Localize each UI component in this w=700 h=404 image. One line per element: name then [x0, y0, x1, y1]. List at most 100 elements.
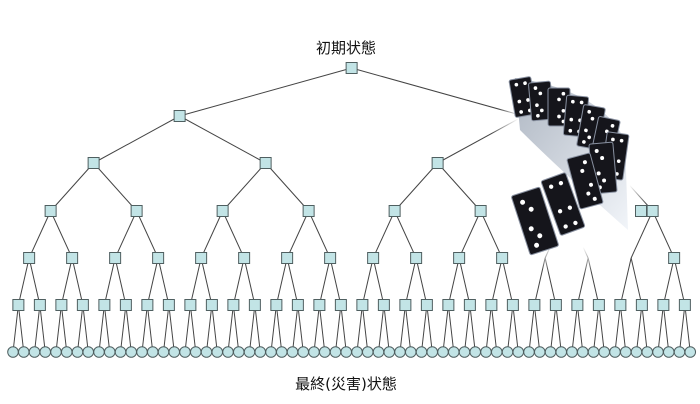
tree-edge — [378, 304, 385, 353]
tree-edge — [50, 162, 94, 212]
domino-pip — [616, 159, 621, 164]
domino-pip — [523, 81, 527, 85]
tree-edge — [60, 257, 73, 306]
intermediate-node — [205, 299, 218, 311]
tree-edge — [120, 304, 127, 353]
tree-edge — [249, 304, 256, 353]
domino-pip — [528, 226, 534, 232]
intermediate-node — [334, 299, 347, 311]
intermediate-node — [367, 252, 380, 264]
tree-edge — [662, 304, 670, 353]
leaf-event-node — [318, 346, 331, 358]
leaf-event-node — [146, 346, 159, 358]
leaf-event-node — [157, 346, 170, 358]
domino-pip — [561, 91, 566, 96]
tree-edge — [318, 257, 331, 306]
tree-edge — [297, 304, 304, 353]
tree-edge — [501, 257, 514, 306]
tree-edge — [318, 304, 326, 353]
tree-edge — [340, 304, 347, 353]
tree-edge — [77, 304, 84, 353]
leaf-event-node — [641, 346, 654, 358]
tree-edge — [232, 304, 240, 353]
tree-edge — [60, 304, 68, 353]
intermediate-node — [162, 299, 175, 311]
tree-edge — [103, 304, 111, 353]
domino-pip — [596, 171, 601, 176]
tree-edge — [157, 257, 170, 306]
domino-pip — [536, 113, 540, 118]
tree-edge — [179, 67, 352, 117]
tree-edge — [222, 162, 266, 212]
intermediate-node — [678, 299, 691, 311]
tree-edge — [404, 257, 417, 306]
leaf-event-node — [619, 346, 632, 358]
tree-edge — [243, 257, 256, 306]
tree-edge — [189, 257, 202, 306]
tree-edge — [480, 210, 503, 259]
leaf-event-node — [179, 346, 191, 358]
leaf-event-node — [598, 346, 611, 358]
leaf-event-node — [652, 346, 664, 358]
tree-edge — [437, 162, 481, 212]
intermediate-node — [356, 299, 369, 311]
domino-pip — [519, 110, 524, 114]
tree-edge — [146, 257, 159, 306]
leaf-event-node — [437, 346, 449, 358]
tree-edge — [469, 304, 476, 353]
intermediate-node — [324, 252, 337, 264]
initial-state-label: 初期状態 — [315, 39, 377, 57]
intermediate-node — [270, 299, 283, 311]
tree-edge — [184, 304, 191, 353]
leaf-event-node — [480, 346, 492, 358]
intermediate-node — [76, 299, 89, 311]
tree-edge — [361, 304, 369, 353]
intermediate-node — [98, 299, 111, 311]
intermediate-node — [528, 299, 541, 311]
tree-edge — [512, 304, 519, 353]
leaf-event-node — [50, 346, 62, 358]
tree-edge — [93, 115, 180, 164]
domino-pip — [579, 100, 584, 105]
tree-edge — [308, 210, 331, 259]
tree-edge — [673, 257, 686, 306]
leaf-event-node — [28, 346, 41, 358]
domino-pip — [587, 109, 592, 114]
tree-edge — [163, 304, 170, 353]
domino-pip — [526, 98, 530, 102]
intermediate-node — [291, 299, 304, 311]
tree-edge — [361, 257, 374, 306]
leaf-event-node — [673, 346, 686, 358]
intermediate-node — [635, 299, 648, 311]
domino-pip — [557, 97, 561, 102]
intermediate-node — [635, 205, 647, 217]
falling-dominoes-icon — [488, 53, 652, 277]
leaf-event-node — [361, 346, 374, 358]
domino-pip — [582, 140, 586, 144]
tree-edge — [571, 304, 578, 353]
tree-edge — [200, 210, 224, 259]
domino-pip — [568, 128, 573, 133]
domino-pip — [571, 99, 575, 104]
tree-edge — [662, 257, 675, 306]
intermediate-node — [410, 252, 423, 264]
leaf-event-node — [168, 346, 181, 358]
tree-edge — [103, 257, 116, 306]
intermediate-node — [23, 252, 36, 264]
tree-edge — [614, 304, 621, 353]
intermediate-node — [646, 205, 659, 217]
intermediate-node — [44, 205, 57, 217]
tree-edge — [93, 162, 137, 212]
domino-pip — [592, 196, 597, 201]
leaf-event-node — [469, 346, 482, 358]
tree-edge — [136, 210, 159, 259]
tree-edge — [684, 304, 691, 353]
intermediate-node — [474, 205, 487, 217]
tree-edge — [254, 304, 261, 353]
intermediate-node — [657, 299, 670, 311]
leaf-event-node — [200, 346, 213, 358]
domino-pip — [567, 205, 573, 210]
leaf-event-node — [533, 346, 546, 358]
tree-edge — [447, 304, 455, 353]
intermediate-node — [442, 299, 455, 311]
